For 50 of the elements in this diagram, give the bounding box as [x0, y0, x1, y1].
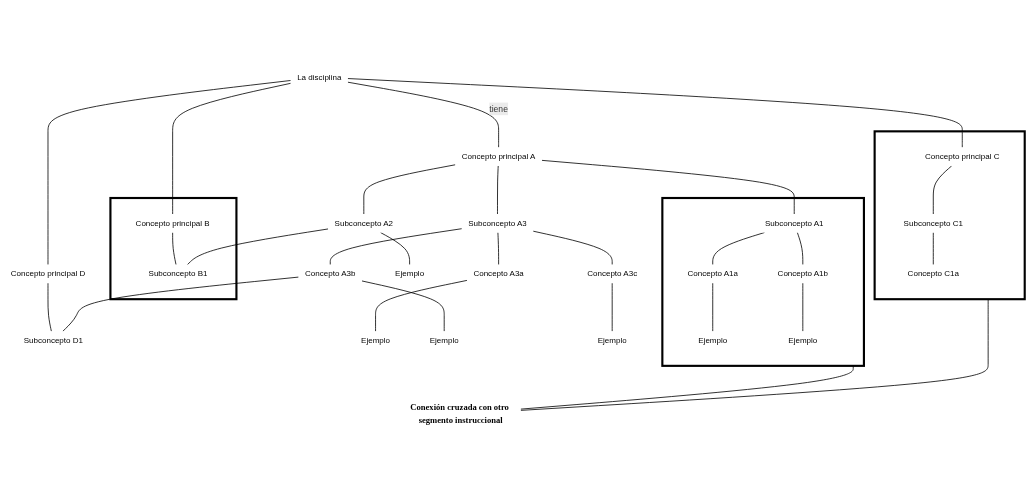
connector	[47, 282, 52, 332]
node-text: Subconcepto A2	[334, 218, 394, 228]
connector	[520, 298, 989, 411]
connector	[363, 164, 456, 215]
connector	[47, 80, 292, 266]
node-text: Concepto principal D	[10, 268, 86, 279]
node-text: Concepto A3c	[587, 268, 638, 279]
connector	[172, 232, 177, 266]
connector	[497, 232, 499, 266]
node-text: Concepto principal C	[925, 151, 1000, 161]
node-text: Ejemplo	[788, 335, 818, 345]
edge-label: tiene	[489, 104, 508, 114]
node-text: Concepto C1a	[907, 268, 959, 279]
connector	[380, 232, 410, 266]
node-text: Ejemplo	[429, 335, 459, 345]
node-text: Subconcepto D1	[23, 335, 84, 345]
node-text: La disciplina	[297, 72, 342, 82]
connector	[347, 81, 499, 148]
connector	[796, 232, 804, 266]
connector	[347, 78, 963, 148]
connector	[375, 280, 468, 332]
connector	[541, 159, 795, 215]
node-text: Concepto A1b	[777, 268, 829, 279]
connector	[329, 228, 463, 266]
node-text: Ejemplo	[395, 268, 425, 279]
cluster	[873, 130, 1026, 301]
connector	[532, 230, 613, 266]
node-text: Concepto principal B	[135, 218, 210, 228]
connector	[172, 82, 292, 215]
connector	[62, 276, 299, 332]
cluster	[661, 196, 865, 367]
connector	[497, 165, 499, 215]
connector	[361, 280, 445, 332]
node-text: Concepto A1a	[687, 268, 738, 279]
connector	[520, 365, 854, 410]
node-text: Ejemplo	[698, 335, 728, 345]
node-text: Ejemplo	[597, 335, 627, 345]
connector	[187, 228, 329, 266]
node-text: Subconcepto A3	[468, 218, 527, 228]
node-text: Conexión cruzada con otro segmento instruccional	[410, 402, 509, 425]
node-text: Subconcepto C1	[903, 218, 963, 228]
node-text: Ejemplo	[361, 335, 391, 345]
cluster	[109, 196, 238, 301]
node-text: Concepto A3a	[473, 268, 524, 279]
node-text: Subconcepto B1	[148, 268, 208, 279]
node-text: Concepto principal A	[461, 151, 536, 161]
connector	[932, 165, 953, 215]
node-text: Concepto A3b	[305, 268, 356, 279]
connector	[712, 232, 765, 266]
node-text: Subconcepto A1	[764, 218, 824, 228]
